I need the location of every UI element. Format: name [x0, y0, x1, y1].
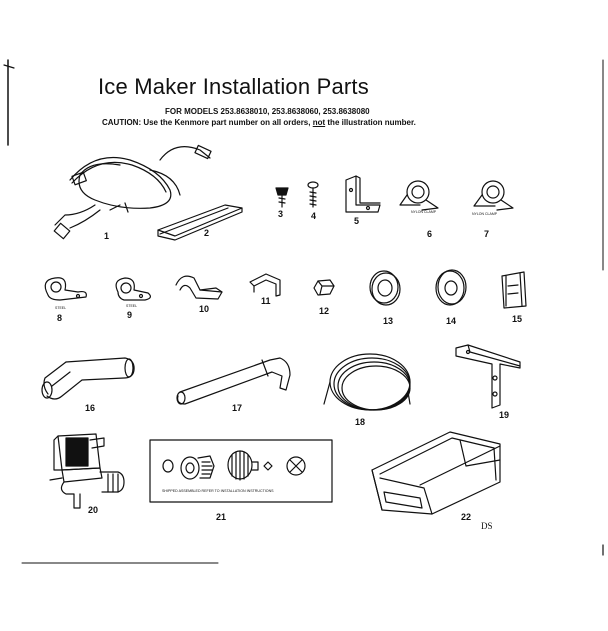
part-number: 22 [461, 512, 472, 522]
water-valve-icon [49, 433, 125, 509]
clamp-icon [399, 180, 439, 211]
caution-prefix: CAUTION: Use the Kenmore part number on … [102, 118, 311, 127]
fill-tube-icon [176, 357, 291, 405]
page-edge-marks [3, 59, 604, 564]
clip-icon [175, 275, 223, 300]
part-number: 17 [232, 403, 243, 413]
part-number: 11 [261, 296, 271, 306]
part-caption: STEEL [55, 306, 67, 310]
part-caption: SHIPPED ASSEMBLED REFER TO INSTALLATION … [162, 489, 274, 493]
part-number: 5 [354, 216, 360, 226]
part-number: 21 [216, 512, 227, 522]
fill-tube-icon [41, 357, 135, 400]
clamp-icon [473, 180, 514, 211]
part-number: 10 [199, 304, 210, 314]
part-caption: STEEL [126, 304, 138, 308]
caution-not: not [312, 118, 326, 127]
part-number: 9 [127, 310, 133, 320]
wire-harness-icon [53, 144, 212, 240]
bracket-icon [345, 175, 381, 213]
fitting-panel-icon [149, 439, 333, 503]
part-number: 13 [383, 316, 394, 326]
nut-icon [313, 279, 335, 296]
part-number: 3 [278, 209, 284, 219]
part-number: 1 [104, 231, 110, 241]
grommet-strip-icon [157, 204, 243, 241]
part-caption: NYLON CLAMP [411, 210, 437, 214]
washer-icon [369, 270, 401, 306]
part-number: 14 [446, 316, 457, 326]
part-number: 6 [427, 229, 433, 239]
bracket-icon [455, 344, 521, 409]
part-number: 20 [88, 505, 99, 515]
part-number: 18 [355, 417, 366, 427]
part-number: 15 [512, 314, 523, 324]
screw-icon [275, 187, 289, 208]
part-number: 8 [57, 313, 63, 323]
caution-line: CAUTION: Use the Kenmore part number on … [102, 118, 416, 127]
part-number: 16 [85, 403, 96, 413]
part-caption: NYLON CLAMP [472, 212, 498, 216]
clamp-icon [115, 277, 151, 301]
part-number: 19 [499, 410, 510, 420]
drawing-mark: DS [481, 521, 493, 531]
plate-icon [501, 271, 527, 309]
water-line-coil-icon [323, 353, 411, 411]
screw-icon [307, 181, 319, 208]
washer-icon [435, 269, 467, 306]
page-title: Ice Maker Installation Parts [98, 74, 369, 99]
part-number: 4 [311, 211, 317, 221]
part-number: 2 [204, 228, 210, 238]
models-line: FOR MODELS 253.8638010, 253.8638060, 253… [165, 107, 370, 116]
caution-suffix: the illustration number. [327, 118, 416, 127]
clamp-icon [44, 277, 87, 301]
ice-bucket-icon [371, 431, 501, 515]
part-number: 12 [319, 306, 330, 316]
clip-icon [249, 273, 281, 297]
part-number: 7 [484, 229, 490, 239]
